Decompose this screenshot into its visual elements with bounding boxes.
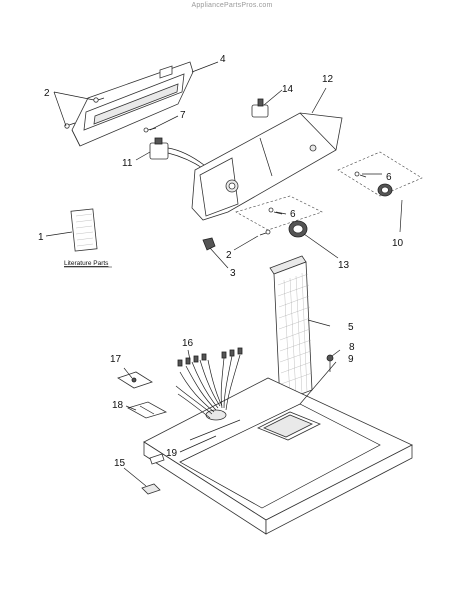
callout-labels: 2 4 7 11 14 12 6 10 6 13 2 3 1 5 8 9 16 … <box>38 54 404 469</box>
callout-12: 12 <box>322 74 334 85</box>
callout-2a: 2 <box>44 88 50 99</box>
wire-harness[interactable] <box>175 347 243 419</box>
timer-knob-group[interactable] <box>235 195 323 238</box>
callout-11: 11 <box>122 158 133 169</box>
callout-17: 17 <box>110 354 122 365</box>
callout-14: 14 <box>282 84 294 95</box>
console-clip[interactable] <box>202 237 216 251</box>
callout-5: 5 <box>348 322 354 333</box>
push-to-start-switch[interactable] <box>149 137 205 170</box>
callout-6b: 6 <box>290 209 296 220</box>
clip-15[interactable] <box>141 483 161 495</box>
literature-label: Literature Parts <box>64 260 109 267</box>
callout-6a: 6 <box>386 172 392 183</box>
console-switch-14[interactable] <box>251 98 269 118</box>
console-back-panel[interactable] <box>71 61 194 147</box>
cycle-knob-group[interactable] <box>337 151 423 197</box>
lint-screw[interactable] <box>326 354 334 372</box>
callout-4: 4 <box>220 54 226 65</box>
wire-bracket-18[interactable] <box>126 401 168 419</box>
callout-8: 8 <box>349 342 355 353</box>
callout-3: 3 <box>230 268 236 279</box>
callout-19: 19 <box>166 448 178 459</box>
callout-7: 7 <box>180 110 186 121</box>
control-console[interactable] <box>191 112 343 221</box>
top-panel[interactable] <box>143 377 413 535</box>
callout-9: 9 <box>348 354 354 365</box>
screw-console[interactable] <box>259 229 271 236</box>
callout-16: 16 <box>182 338 194 349</box>
leader-lines <box>45 61 403 487</box>
callout-2b: 2 <box>226 250 232 261</box>
callout-13: 13 <box>338 260 350 271</box>
callout-10: 10 <box>392 238 404 249</box>
watermark: AppliancePartsPros.com <box>191 2 273 9</box>
callout-15: 15 <box>114 458 126 469</box>
callout-18: 18 <box>112 400 124 411</box>
literature-parts[interactable] <box>70 208 98 252</box>
lint-screen[interactable] <box>269 255 313 403</box>
callout-1: 1 <box>38 232 44 243</box>
wire-bracket-17[interactable] <box>117 371 153 389</box>
